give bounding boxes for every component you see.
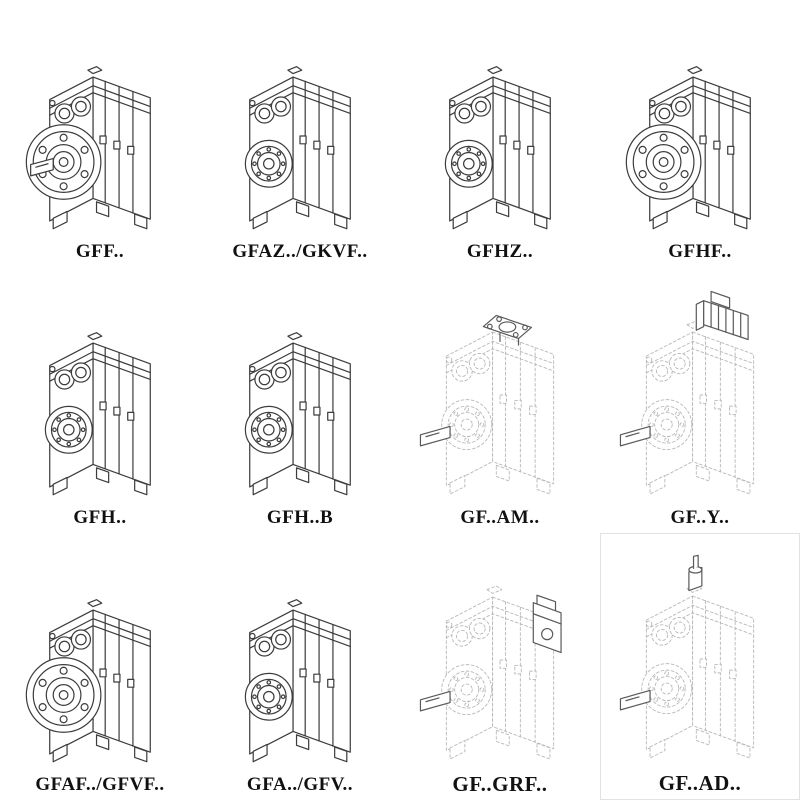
model-label: GFAZ../GKVF..: [232, 240, 368, 262]
gf-y-gearbox-drawing: [601, 284, 799, 506]
model-label: GF..AM..: [460, 507, 540, 529]
model-label: GFA../GFV..: [246, 774, 354, 796]
catalog-cell-gf-ad: GF..AD..: [600, 533, 800, 800]
model-label: GFF..: [75, 240, 125, 262]
gfh-gearbox-drawing: [8, 298, 192, 506]
gf-grf-gearbox-drawing: [401, 549, 599, 771]
catalog-cell-gf-grf: GF..GRF..: [400, 533, 600, 800]
catalog-cell-gff: GFF..: [0, 0, 200, 267]
model-label: GF..Y..: [670, 507, 730, 529]
catalog-cell-gfaf-gfvf: GFAF../GFVF..: [0, 533, 200, 800]
model-label: GFHF..: [668, 240, 732, 262]
gfhf-gearbox-drawing: [608, 32, 792, 240]
catalog-cell-gf-y: GF..Y..: [600, 267, 800, 534]
gfaz-gkvf-gearbox-drawing: [208, 32, 392, 240]
model-label: GFAF../GFVF..: [35, 774, 165, 796]
catalog-cell-gf-am: GF..AM..: [400, 267, 600, 534]
gfaf-gfvf-gearbox-drawing: [8, 565, 192, 773]
gff-gearbox-drawing: [8, 32, 192, 240]
catalog-cell-gfaz-gkvf: GFAZ../GKVF..: [200, 0, 400, 267]
catalog-cell-gfh: GFH..: [0, 267, 200, 534]
gfh-b-gearbox-drawing: [208, 298, 392, 506]
catalog-cell-gfhf: GFHF..: [600, 0, 800, 267]
model-label: GF..AD..: [658, 770, 742, 795]
gfhz-gearbox-drawing: [408, 32, 592, 240]
catalog-cell-gfa-gfv: GFA../GFV..: [200, 533, 400, 800]
catalog-cell-gfh-b: GFH..B: [200, 267, 400, 534]
model-label: GFHZ..: [466, 240, 534, 262]
model-label: GFH..B: [266, 507, 334, 529]
catalog-cell-gfhz: GFHZ..: [400, 0, 600, 267]
model-label: GFH..: [73, 507, 127, 529]
gf-ad-gearbox-drawing: [601, 548, 799, 770]
gf-am-gearbox-drawing: [401, 284, 599, 506]
model-label: GF..GRF..: [452, 771, 548, 796]
gfa-gfv-gearbox-drawing: [208, 565, 392, 773]
